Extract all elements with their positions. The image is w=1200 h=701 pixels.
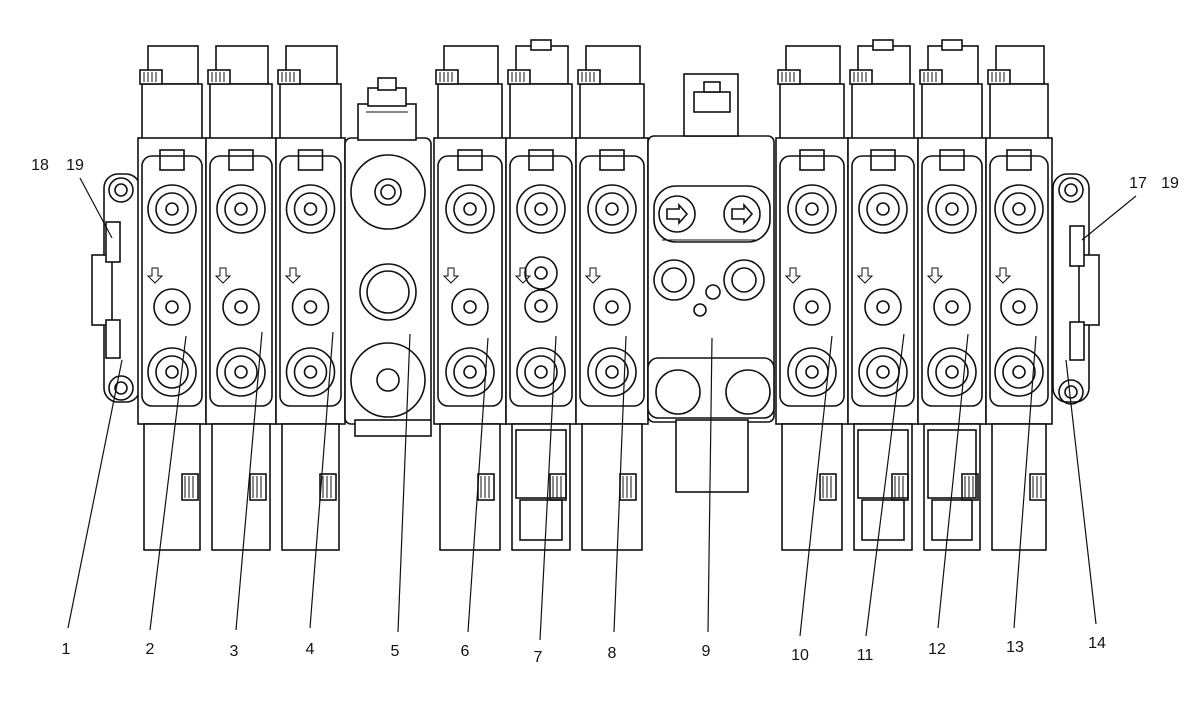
callout-13: 13 <box>1006 639 1024 656</box>
callout-11: 11 <box>857 647 874 664</box>
callout-2: 2 <box>146 641 155 658</box>
leader-line-11 <box>937 333 969 629</box>
callout-7: 7 <box>534 649 543 666</box>
leader-line-2 <box>235 331 263 631</box>
section-5-block <box>344 77 432 437</box>
callout-8: 8 <box>608 645 617 662</box>
valve-section-3 <box>205 45 277 551</box>
flow-arrow-icon <box>584 267 602 284</box>
valve-section-4 <box>275 45 346 551</box>
left-end-plate <box>91 173 141 403</box>
leader-line-15 <box>1081 195 1137 241</box>
flow-arrow-icon <box>784 267 802 284</box>
callout-9: 9 <box>702 643 711 660</box>
leader-line-8 <box>707 337 713 633</box>
leader-line-10 <box>865 333 905 637</box>
flow-arrow-icon <box>214 267 232 284</box>
valve-section-6 <box>433 45 507 551</box>
leader-line-7 <box>613 335 627 633</box>
section-9-block <box>647 73 775 493</box>
leader-lines <box>67 177 1137 641</box>
valve-sections <box>137 39 1053 551</box>
flow-arrow-icon <box>856 267 874 284</box>
valve-section-13 <box>985 45 1053 551</box>
callout-14: 14 <box>1088 635 1106 652</box>
flow-arrow-icon <box>514 267 532 284</box>
callout-4: 4 <box>306 641 315 658</box>
valve-section-8 <box>575 45 649 551</box>
callout-5: 5 <box>391 643 400 660</box>
leader-line-14 <box>79 177 113 239</box>
valve-section-10 <box>775 45 849 551</box>
callout-10: 10 <box>791 647 809 664</box>
leader-line-4 <box>397 333 411 633</box>
leader-line-13 <box>1065 359 1097 625</box>
callout-19-left: 19 <box>66 157 84 174</box>
callout-6: 6 <box>461 643 470 660</box>
right-end-plate <box>1052 173 1100 405</box>
callout-1: 1 <box>62 641 71 658</box>
callout-17: 17 <box>1129 175 1147 192</box>
leader-line-3 <box>309 331 334 629</box>
leader-line-9 <box>799 335 833 637</box>
flow-arrow-icon <box>284 267 302 284</box>
callout-12: 12 <box>928 641 946 658</box>
flow-arrow-icon <box>926 267 944 284</box>
callout-3: 3 <box>230 643 239 660</box>
leader-line-5 <box>467 337 489 633</box>
leader-line-12 <box>1013 335 1037 629</box>
valve-section-11 <box>847 39 919 551</box>
flow-arrow-icon <box>442 267 460 284</box>
leader-line-6 <box>539 335 557 641</box>
leader-line-0 <box>67 359 123 629</box>
leader-line-1 <box>149 335 187 631</box>
flow-arrow-icon <box>994 267 1012 284</box>
callout-18: 18 <box>31 157 49 174</box>
valve-section-2 <box>137 45 207 551</box>
flow-arrow-icon <box>146 267 164 284</box>
valve-section-7 <box>505 39 577 551</box>
callout-19-right: 19 <box>1161 175 1179 192</box>
valve-section-12 <box>917 39 987 551</box>
